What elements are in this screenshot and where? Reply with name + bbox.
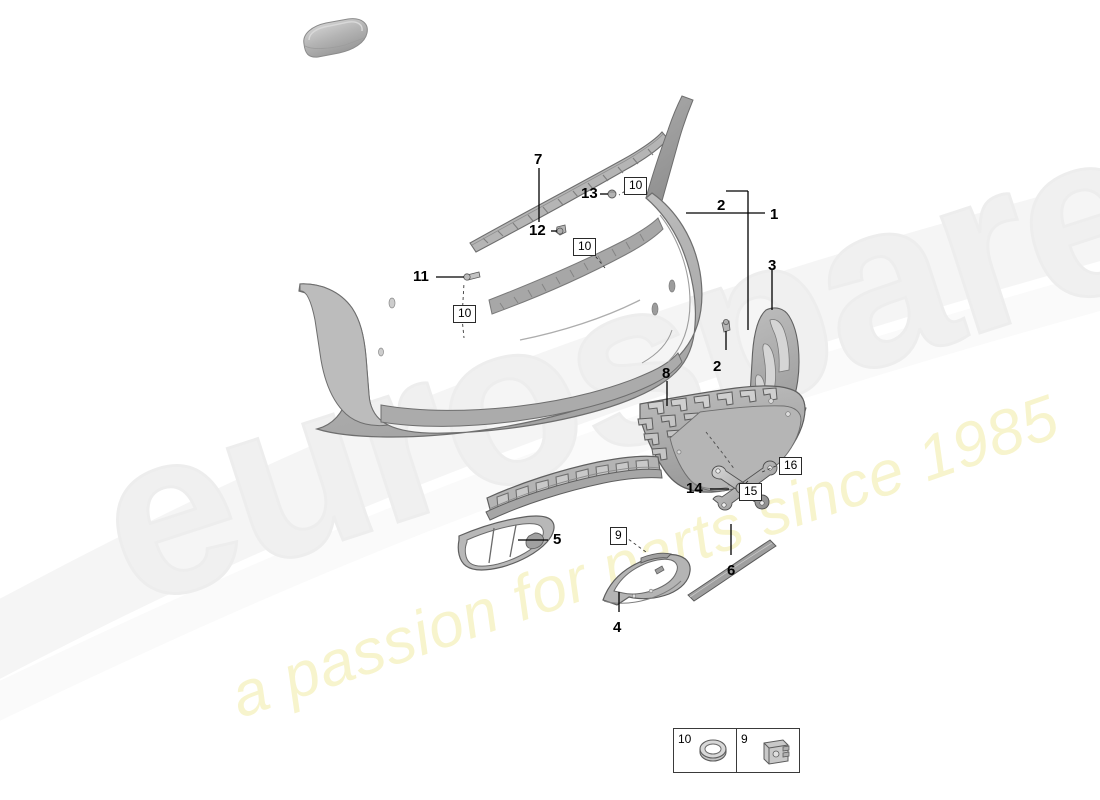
callout-label-14: 14	[686, 480, 703, 497]
callout-label-1: 1	[770, 206, 779, 223]
dashed-16	[761, 465, 777, 473]
boxed-ref-10-c: 10	[453, 305, 477, 323]
callout-label-4: 4	[613, 619, 622, 636]
legend-cell-10: 10	[674, 729, 737, 772]
callout-label-11: 11	[413, 268, 429, 285]
fastener-2-lower	[721, 318, 731, 333]
callout-label-6: 6	[727, 562, 736, 579]
legend-number-9: 9	[741, 732, 748, 746]
watermark-swoosh-band-2	[0, 271, 1100, 721]
boxed-ref-10-a: 10	[624, 177, 648, 195]
callout-label-7: 7	[534, 151, 543, 168]
legend-cell-9: 9	[737, 729, 799, 772]
boxed-ref-9-a: 9	[610, 527, 627, 545]
part-side-grille-frame	[457, 515, 555, 571]
legend-number-10: 10	[678, 732, 692, 746]
part-upper-grille-strip	[469, 131, 669, 253]
watermark-layer: eurospares a passion for parts since 198…	[0, 34, 1100, 731]
clip-connector-icon	[763, 739, 790, 765]
legend-box: 10 9	[673, 728, 800, 773]
callout-label-8: 8	[662, 365, 671, 382]
callout-label-13: 13	[581, 185, 598, 202]
part-trim-strip	[687, 539, 777, 602]
part-lower-air-intake-grille	[602, 552, 691, 606]
callout-label-3: 3	[768, 257, 777, 274]
callout-label-12: 12	[529, 222, 546, 239]
callout-label-2-lower: 2	[713, 358, 722, 375]
part-centre-grille	[485, 455, 663, 521]
leader-lines	[436, 168, 773, 612]
part-bumper-cover	[298, 95, 703, 438]
fastener-rivet-13	[607, 189, 617, 199]
boxed-ref-15: 15	[739, 483, 763, 501]
callout-label-5: 5	[553, 531, 562, 548]
boxed-ref-16: 16	[779, 457, 803, 475]
fastener-clip-12	[555, 224, 567, 236]
fastener-screw-11	[463, 271, 481, 281]
grommet-ring-icon	[699, 739, 727, 762]
boxed-ref-10-b: 10	[573, 238, 597, 256]
part-small-cover-cap	[303, 18, 368, 58]
watermark-swoosh-band	[0, 180, 1100, 679]
callout-label-2-upper: 2	[717, 197, 726, 214]
dashed-9-a	[623, 535, 647, 553]
